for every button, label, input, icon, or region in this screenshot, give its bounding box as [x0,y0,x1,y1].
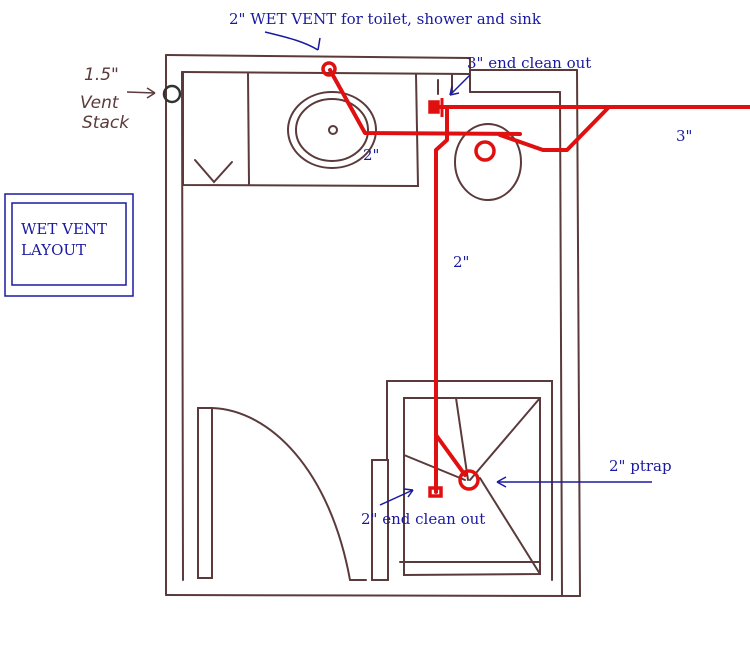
vent-stack-size-label: 1.5" [84,65,119,85]
end-clean-out-2-label: 2" end clean out [361,510,485,528]
ptrap-label: 2" ptrap [609,457,672,475]
vertical-pipe-size-label: 2" [453,253,469,271]
vent-stack-arrow [126,87,156,99]
pipe-fittings [321,61,496,498]
vent-stack-line2-label: Stack [82,113,130,133]
sink-branch-pipe [328,68,522,136]
wet-vent-top [321,61,337,77]
wet-vent-label: 2" WET VENT for toilet, shower and sink [229,10,542,28]
pipe-layout [328,68,750,494]
vertical-drain-pipe [434,106,449,494]
sink-pipe-size-label: 2" [363,146,379,164]
clean-out-3in [428,100,440,114]
shower-ptrap [458,469,480,491]
vent-stack-symbol [162,84,182,104]
toilet-flange [474,140,496,162]
main-pipe-size-label: 3" [676,127,692,145]
clean-out-2in [428,486,443,498]
annotation-arrows [264,31,652,506]
title-box: WET VENT LAYOUT [4,193,134,297]
title-line-2: LAYOUT [21,241,86,259]
vent-stack-line1-label: Vent [80,93,120,113]
sink-basin [287,91,377,169]
title-line-1: WET VENT [21,220,107,238]
end-clean-out-3-label: 3" end clean out [467,54,591,72]
